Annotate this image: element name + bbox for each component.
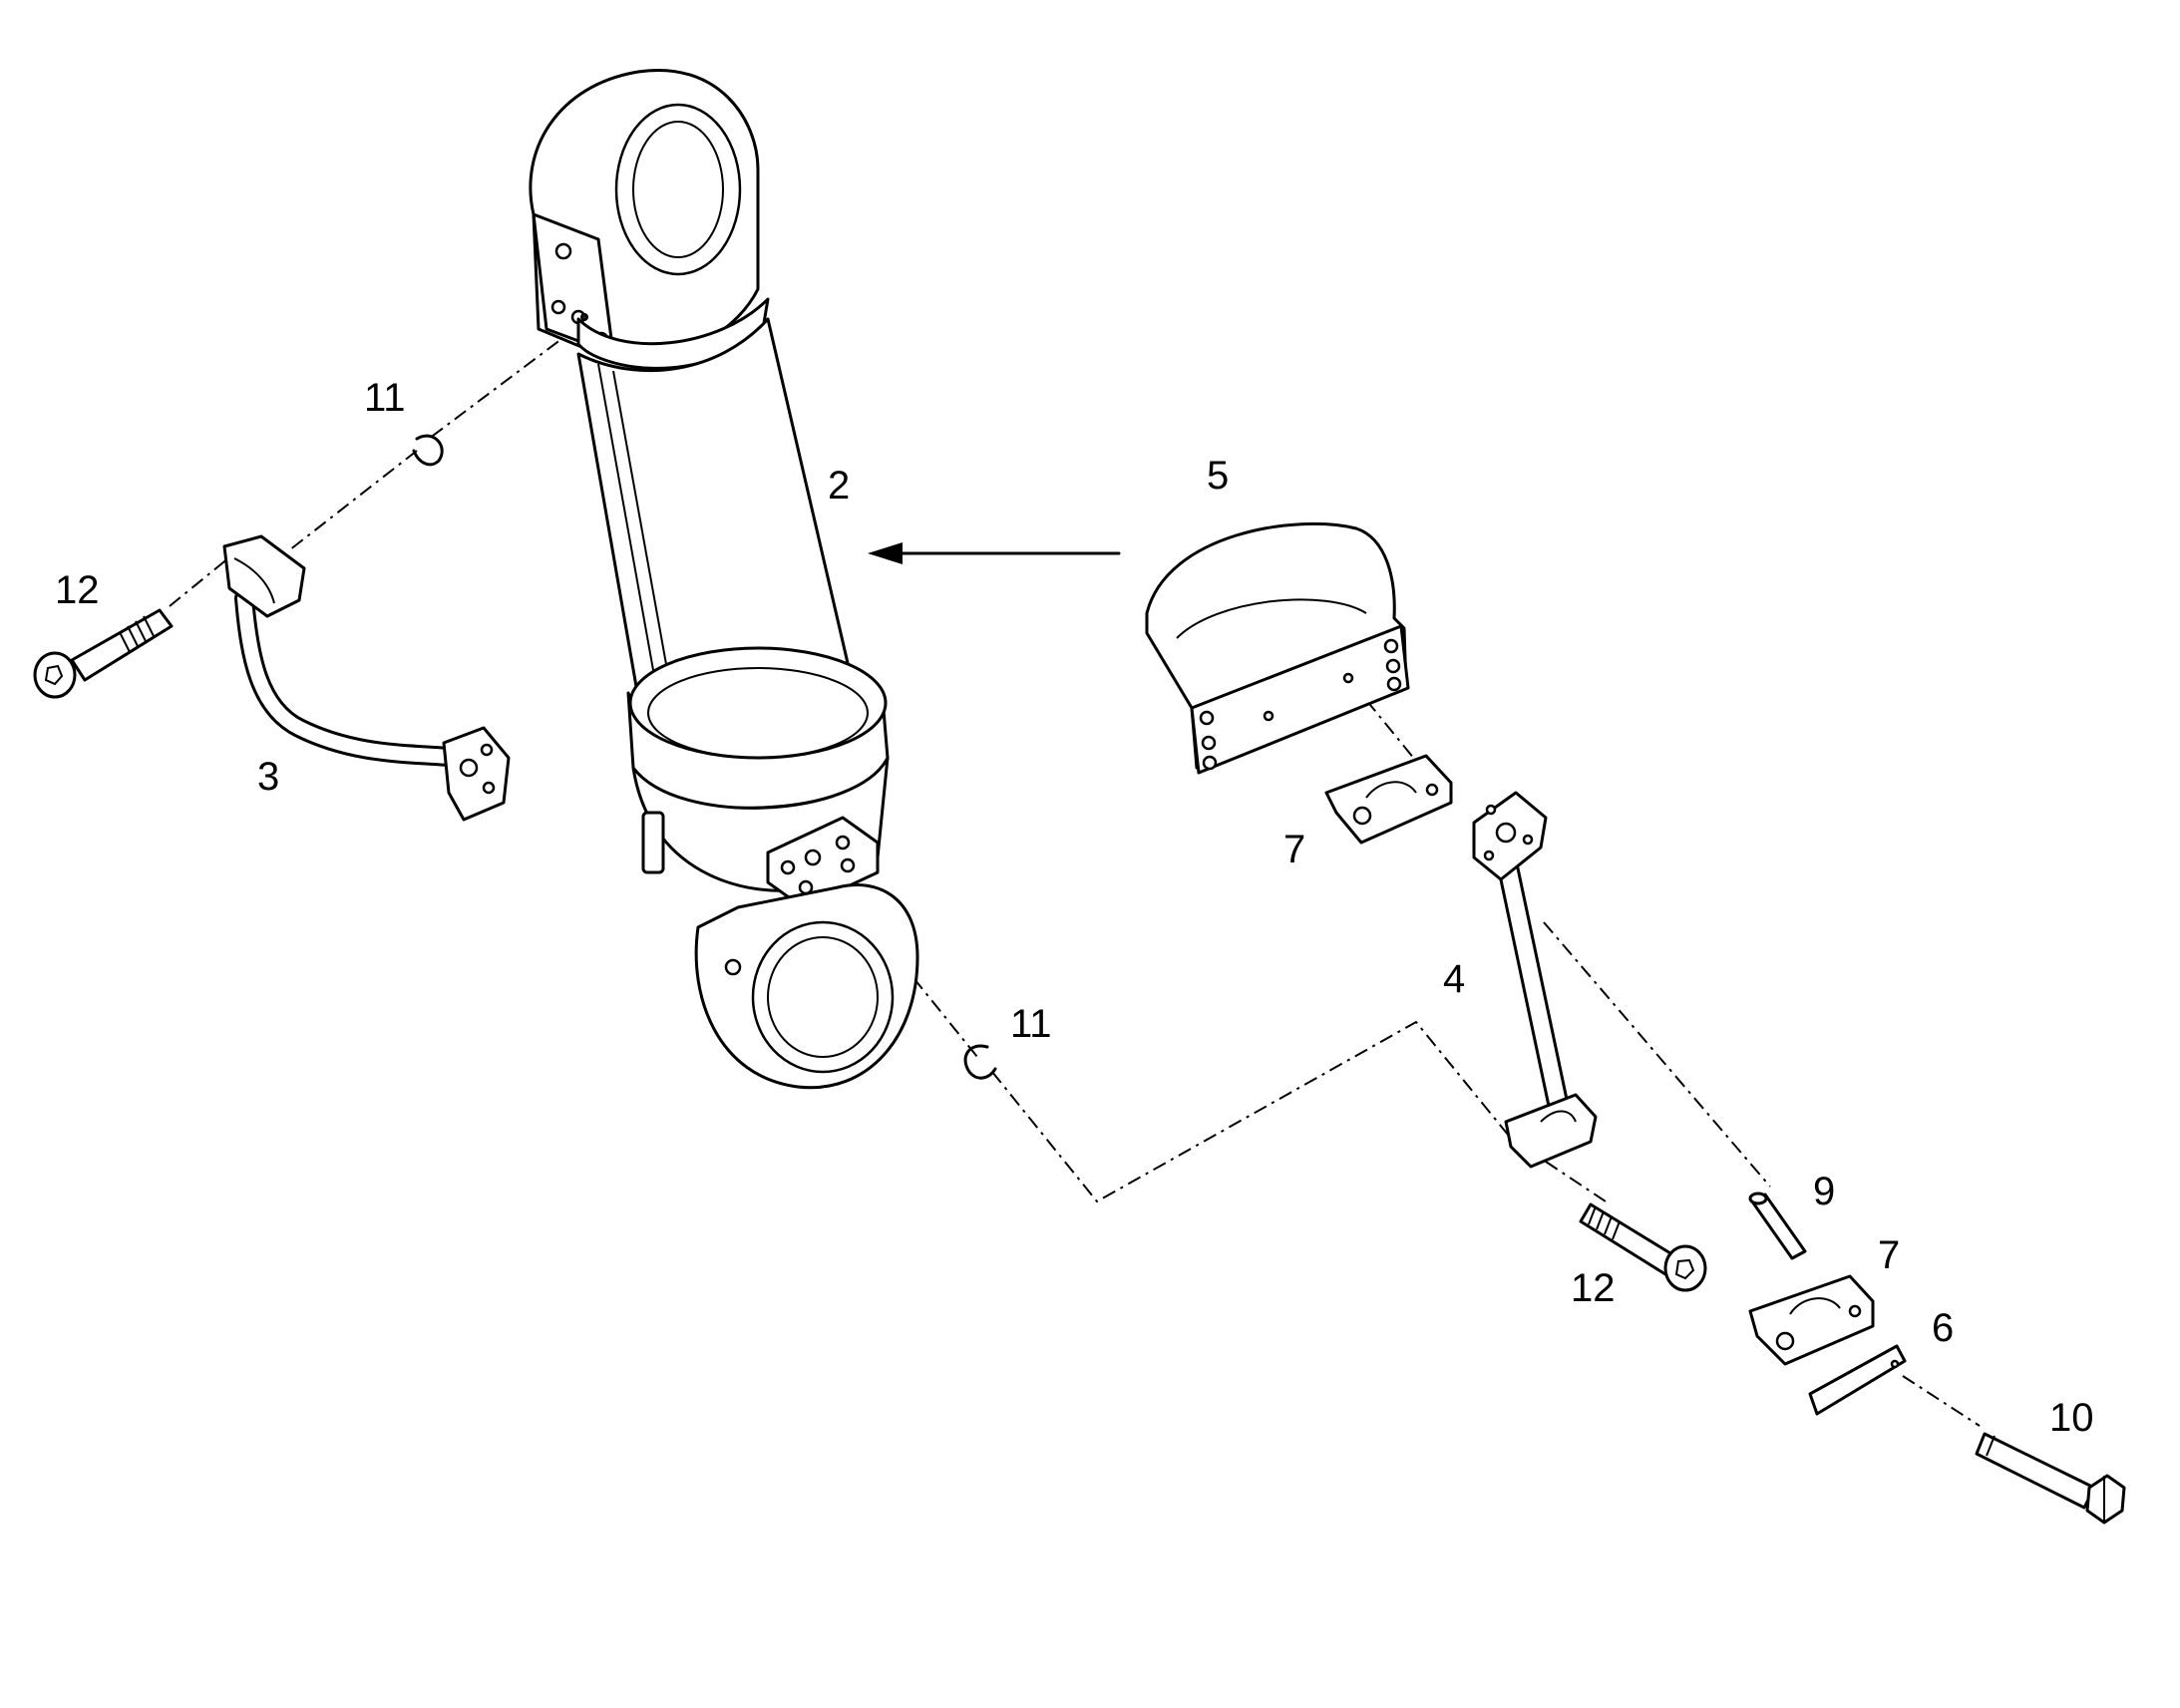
- callout-10: 10: [2049, 1396, 2094, 1440]
- hydraulic-cylinder: [529, 69, 919, 1090]
- line-pipe4-to-bolt12: [1545, 1161, 1607, 1202]
- direction-arrow: [868, 542, 1121, 564]
- callout-labels: 11 12 3 2 5 7 4 11 9 12 7 6 10: [55, 376, 2094, 1440]
- snap-ring-bottom: [963, 1044, 997, 1080]
- bottom-eye-bore: [751, 920, 895, 1074]
- pipe3-bottom-flange: [442, 726, 511, 822]
- bolt-12-right: [1579, 1202, 1707, 1292]
- callout-4: 4: [1443, 957, 1465, 1001]
- callout-12-right: 12: [1571, 1266, 1616, 1310]
- bolt-12-left: [33, 608, 174, 699]
- bracket-front-face: [1190, 624, 1410, 775]
- plate-part-6: [1808, 1344, 1907, 1416]
- callout-6: 6: [1932, 1306, 1954, 1350]
- callout-3: 3: [257, 755, 279, 799]
- clamp-half-upper: [1324, 754, 1453, 845]
- top-eye-bore: [614, 103, 742, 276]
- line-ring-to-pipe4: [991, 1020, 1527, 1203]
- callout-7-lower: 7: [1878, 1233, 1900, 1277]
- pipe3-top-clamp: [222, 534, 306, 618]
- clamp-half-lower: [1748, 1274, 1875, 1366]
- pipe4-bottom-clamp: [1504, 1093, 1598, 1169]
- assembly-lines: [169, 323, 1981, 1427]
- u-bracket-part-5: [1145, 521, 1410, 775]
- snap-ring-top: [412, 434, 444, 467]
- line-top-port-to-ring: [428, 323, 582, 440]
- callout-7-upper: 7: [1283, 828, 1305, 871]
- line-pipe4-to-pin: [1543, 921, 1771, 1188]
- callout-9: 9: [1813, 1170, 1835, 1213]
- pipe-part-4: [1472, 791, 1598, 1169]
- bolt-10: [1975, 1432, 2126, 1525]
- callout-5: 5: [1207, 454, 1229, 498]
- pipe-part-3: [222, 534, 511, 822]
- callout-11-bottom: 11: [1010, 1002, 1052, 1046]
- line-bolt12-to-pipe3: [169, 552, 235, 607]
- line-plate-to-bolt10: [1902, 1375, 1981, 1427]
- callout-12-left: 12: [55, 568, 100, 612]
- callout-2: 2: [828, 464, 850, 508]
- pin-part-9: [1748, 1192, 1807, 1260]
- callout-11-top: 11: [364, 376, 406, 420]
- line-ring-to-pipe3: [288, 450, 418, 551]
- cylinder-top-collar: [576, 297, 770, 370]
